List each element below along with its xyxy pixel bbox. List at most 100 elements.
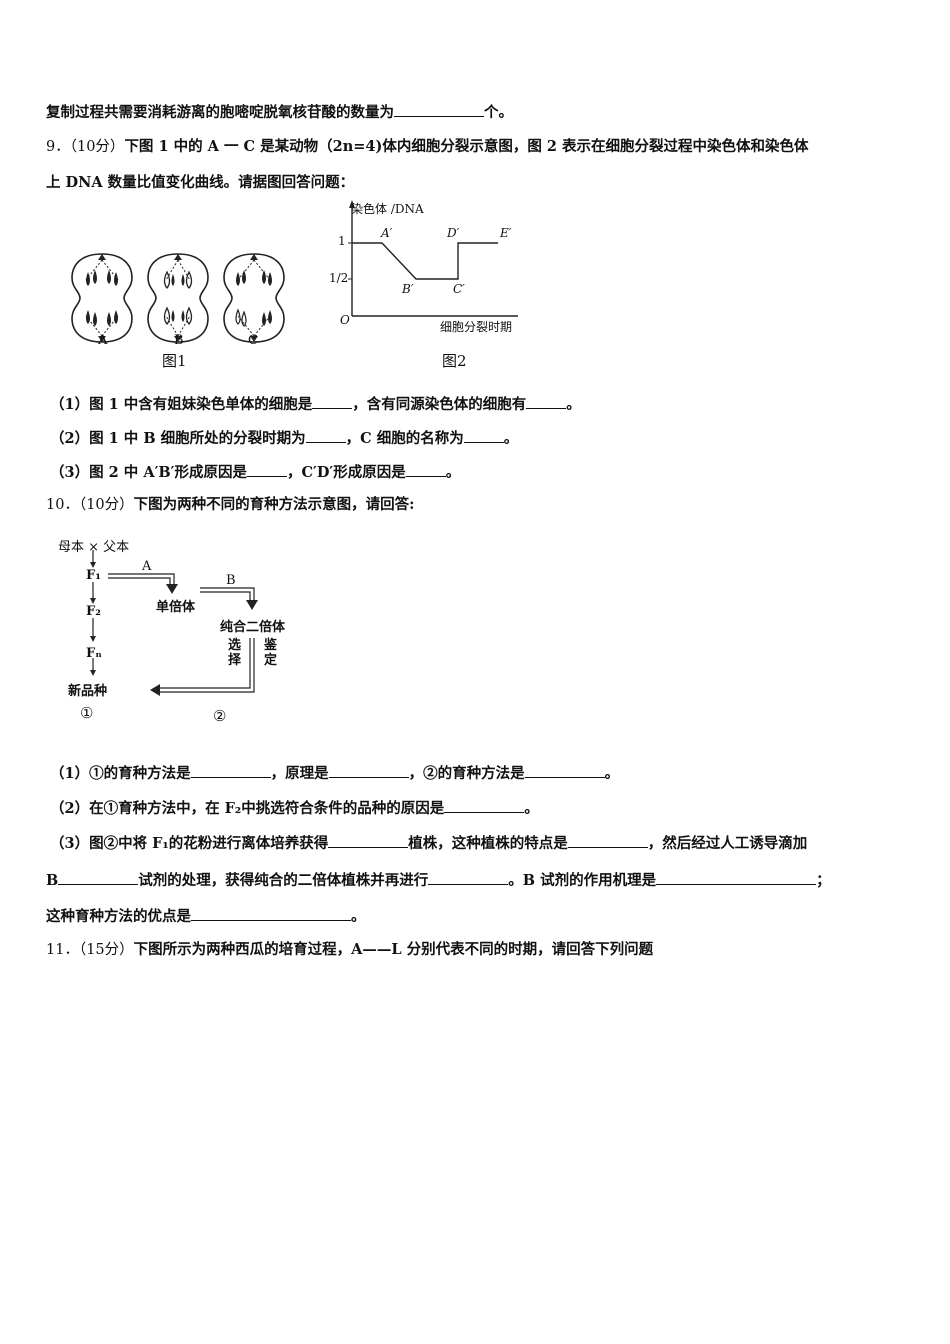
fig2-point-e: E′ xyxy=(500,226,512,240)
q9-sub1-text: （1）图 1 中含有姐妹染色单体的细胞是 xyxy=(50,396,313,413)
q9-stem-text1: 下图 1 中的 A 一 C 是某动物（2n=4)体内细胞分裂示意图，图 2 表示… xyxy=(124,138,809,155)
q9-sub3: （3）图 2 中 A′B′形成原因是 ，C′D′形成原因是 。 xyxy=(50,461,460,483)
q10-sub2: （2）在①育种方法中，在 F₂中挑选符合条件的品种的原因是 。 xyxy=(50,797,539,819)
q10-sub2-blank[interactable] xyxy=(444,797,525,813)
q10-sub3-blank2[interactable] xyxy=(567,832,648,848)
diagram-new-variety: 新品种 xyxy=(68,684,108,699)
fig1-label-c: C xyxy=(248,333,258,348)
fig2-origin: O xyxy=(340,313,350,327)
diagram-mark1: ① xyxy=(80,704,94,722)
q10-sub3-blank6[interactable] xyxy=(191,905,351,921)
q10-sub1-blank3[interactable] xyxy=(524,762,605,778)
fig1-caption: 图1 xyxy=(162,352,187,370)
q9-sub2-text: （2）图 1 中 B 细胞所处的分裂时期为 xyxy=(50,430,306,447)
ratio-curve xyxy=(352,242,498,280)
q10-sub3-blank4[interactable] xyxy=(428,869,509,885)
diagram-select: 选择 xyxy=(228,638,242,668)
diagram-f1: F₁ xyxy=(86,568,101,583)
cell-a xyxy=(71,253,133,343)
q10-stem-text: 下图为两种不同的育种方法示意图，请回答: xyxy=(133,496,415,513)
q9-sub2-text2: ，C 细胞的名称为 xyxy=(345,430,464,447)
q10-sub1: （1）①的育种方法是 ，原理是 ，②的育种方法是 。 xyxy=(50,762,619,784)
fig2-caption: 图2 xyxy=(442,352,467,370)
q10-sub3-text8: 这种育种方法的优点是 xyxy=(46,908,191,925)
fig2-ylabel: 染色体 /DNA xyxy=(351,202,424,216)
cell-c xyxy=(223,253,285,343)
q10-sub3-text1: （3）图②中将 F₁的花粉进行离体培养获得 xyxy=(50,835,329,852)
fig2-ytick-1: 1 xyxy=(338,234,346,248)
diagram-mark2: ② xyxy=(213,707,227,725)
fig2-point-d: D′ xyxy=(447,226,460,240)
q10-sub3-line2: B 试剂的处理，获得纯合的二倍体植株并再进行 。B 试剂的作用机理是 ； xyxy=(46,869,831,891)
q10-sub1-end: 。 xyxy=(604,765,620,782)
diagram-parents: 母本 × 父本 xyxy=(58,540,130,555)
q10-sub2-text: （2）在①育种方法中，在 F₂中挑选符合条件的品种的原因是 xyxy=(50,800,445,817)
q9-score: （10分） xyxy=(69,139,125,155)
q9-stem-line1: 9．（10分）下图 1 中的 A 一 C 是某动物（2n=4)体内细胞分裂示意图… xyxy=(46,137,809,157)
diagram-f2: F₂ xyxy=(86,604,101,619)
q10-sub3-blank1[interactable] xyxy=(328,832,409,848)
q11-score: （15分） xyxy=(78,942,134,958)
q9-sub1-blank2[interactable] xyxy=(526,393,567,409)
q10-sub3-blank5[interactable] xyxy=(656,869,817,885)
q10-sub3-blank3[interactable] xyxy=(58,869,139,885)
fig2-point-c: C′ xyxy=(453,282,465,296)
q9-sub1-text2: ，含有同源染色体的细胞有 xyxy=(352,396,527,413)
top-line: 复制过程共需要消耗游离的胞嘧啶脱氧核苷酸的数量为 个。 xyxy=(46,101,513,123)
q9-sub2-end: 。 xyxy=(503,430,519,447)
fig1-label-a: A xyxy=(98,333,108,348)
diagram-haploid: 单倍体 xyxy=(156,600,196,615)
q9-figure2 xyxy=(348,200,518,317)
q9-sub3-blank1[interactable] xyxy=(246,461,287,477)
q10-sub2-end: 。 xyxy=(524,800,539,817)
q10-breeding-diagram xyxy=(90,550,258,696)
diagram-fn: Fₙ xyxy=(86,646,102,661)
q9-sub3-text2: ，C′D′形成原因是 xyxy=(286,464,406,481)
q9-sub3-blank2[interactable] xyxy=(405,461,446,477)
q10-sub3-text5: 试剂的处理，获得纯合的二倍体植株并再进行 xyxy=(138,872,429,889)
q9-sub2-blank1[interactable] xyxy=(305,427,346,443)
q10-sub3-text4: B xyxy=(46,872,59,889)
q9-sub1: （1）图 1 中含有姐妹染色单体的细胞是 ，含有同源染色体的细胞有 。 xyxy=(50,393,581,415)
q10-number: 10． xyxy=(46,497,79,513)
q10-sub3-end: 。 xyxy=(351,908,366,925)
answer-blank[interactable] xyxy=(394,101,484,117)
q11-stem-text: 下图所示为两种西瓜的培育过程，A——L 分别代表不同的时期，请回答下列问题 xyxy=(133,941,654,958)
diagram-pure-diploid: 纯合二倍体 xyxy=(220,620,286,635)
top-line-text: 复制过程共需要消耗游离的胞嘧啶脱氧核苷酸的数量为 xyxy=(46,104,394,121)
q10-sub3-line3: 这种育种方法的优点是 。 xyxy=(46,905,366,927)
q11-stem: 11．（15分）下图所示为两种西瓜的培育过程，A——L 分别代表不同的时期，请回… xyxy=(46,940,653,960)
q10-sub1-text2: ，原理是 xyxy=(270,765,329,782)
top-line-end: 个。 xyxy=(484,104,513,121)
q10-sub3-text6: 。B 试剂的作用机理是 xyxy=(508,872,657,889)
fig1-label-b: B xyxy=(174,333,184,348)
q10-sub1-blank1[interactable] xyxy=(190,762,271,778)
cell-b xyxy=(147,253,209,343)
q10-sub3-line1: （3）图②中将 F₁的花粉进行离体培养获得 植株，这种植株的特点是 ，然后经过人工诱… xyxy=(50,832,807,854)
q10-sub1-text3: ，②的育种方法是 xyxy=(408,765,525,782)
q9-sub2: （2）图 1 中 B 细胞所处的分裂时期为 ，C 细胞的名称为 。 xyxy=(50,427,518,449)
q9-sub1-end: 。 xyxy=(566,396,581,413)
q10-sub3-text3: ，然后经过人工诱导滴加 xyxy=(647,835,808,852)
q10-sub3-text7: ； xyxy=(816,872,831,889)
q9-number: 9． xyxy=(46,139,70,155)
fig2-point-a: A′ xyxy=(381,226,393,240)
q11-number: 11． xyxy=(46,942,79,958)
q10-score: （10分） xyxy=(78,497,134,513)
diagram-route-b: B xyxy=(226,573,236,588)
fig2-point-b: B′ xyxy=(402,282,414,296)
q9-sub2-blank2[interactable] xyxy=(463,427,504,443)
q10-sub3-text2: 植株，这种植株的特点是 xyxy=(408,835,568,852)
fig2-ytick-half: 1/2 xyxy=(329,271,349,285)
q9-sub1-blank1[interactable] xyxy=(312,393,353,409)
q9-sub3-text: （3）图 2 中 A′B′形成原因是 xyxy=(50,464,247,481)
q10-stem: 10．（10分）下图为两种不同的育种方法示意图，请回答: xyxy=(46,495,415,515)
q9-figure1 xyxy=(71,253,285,343)
diagram-route-a: A xyxy=(142,559,152,574)
q10-sub1-text: （1）①的育种方法是 xyxy=(50,765,191,782)
q9-sub3-end: 。 xyxy=(445,464,461,481)
fig2-xlabel: 细胞分裂时期 xyxy=(440,320,513,334)
q10-sub1-blank2[interactable] xyxy=(328,762,409,778)
diagram-identify: 鉴定 xyxy=(264,638,278,668)
q9-stem-line2: 上 DNA 数量比值变化曲线。请据图回答问题： xyxy=(46,174,355,191)
